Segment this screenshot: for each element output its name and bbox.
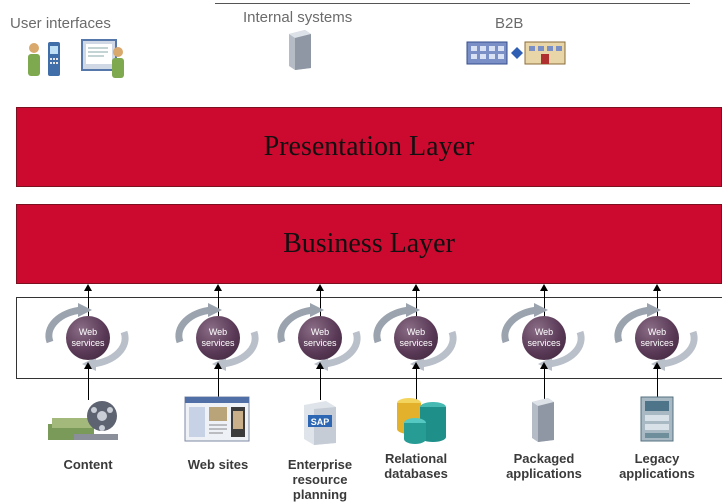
cycle-arrows-icon [45,303,129,371]
web-page-icon [183,395,253,450]
source-arrow-6-head [653,362,661,369]
source-arrow-4-line [416,368,417,400]
source-label-3: Enterprise resource planning [287,457,353,502]
business-arrow-5-line [544,290,545,317]
source-label-5: Packaged applications [506,451,582,481]
source-arrow-5-line [544,368,545,400]
web-services-band [16,297,722,379]
web-service-label-line1: Web [406,327,426,337]
web-service-label-line2: services [201,338,235,348]
source-arrow-1-head [84,362,92,369]
business-arrow-1-line [88,290,89,317]
sap-box-icon: SAP [300,397,340,452]
mainframe-icon [637,393,681,452]
web-service-label-line1: Web [534,327,554,337]
film-reel-icon [44,398,124,451]
web-service-label-line2: services [527,338,561,348]
desktop-user-icon [81,39,124,78]
web-service-label-line2: services [640,338,674,348]
business-layer: Business Layer [16,204,722,284]
cycle-arrows-icon [373,303,457,371]
source-label-2: Web sites [187,457,249,472]
web-service-label-line1: Web [310,327,330,337]
business-arrow-2-line [218,290,219,317]
web-service-label-line1: Web [208,327,228,337]
mobile-user-icon [28,42,60,76]
svg-text:SAP: SAP [311,417,330,427]
source-arrow-2-head [214,362,222,369]
source-arrow-2-line [218,368,219,400]
source-arrow-5-head [540,362,548,369]
source-label-4: Relational databases [384,451,448,481]
header-divider [215,3,690,4]
database-cylinders-icon [393,393,455,452]
source-label-6: Legacy applications [619,451,695,481]
b2b-label: B2B [495,15,524,32]
b2b-buildings-icon [466,41,566,65]
source-arrow-4-head [412,362,420,369]
business-arrow-4-head [412,284,420,291]
web-service-label-line2: services [71,338,105,348]
business-arrow-6-head [653,284,661,291]
business-arrow-2-head [214,284,222,291]
web-service-label-line1: Web [78,327,98,337]
business-arrow-5-head [540,284,548,291]
web-service-label-line2: services [399,338,433,348]
internal-server-icon [289,30,311,70]
source-label-1: Content [63,457,113,472]
web-service-label-line1: Web [647,327,667,337]
business-arrow-4-line [416,290,417,317]
source-arrow-3-head [316,362,324,369]
business-arrow-3-line [320,290,321,317]
source-arrow-1-line [88,368,89,400]
user-interfaces-label: User interfaces [10,15,111,32]
presentation-layer: Presentation Layer [16,107,722,187]
source-arrow-3-line [320,368,321,400]
internal-systems-label: Internal systems [243,9,353,26]
source-arrow-6-line [657,368,658,400]
web-service-label-line2: services [303,338,337,348]
business-arrow-1-head [84,284,92,291]
business-arrow-6-line [657,290,658,317]
business-arrow-3-head [316,284,324,291]
server-icon [528,396,562,451]
